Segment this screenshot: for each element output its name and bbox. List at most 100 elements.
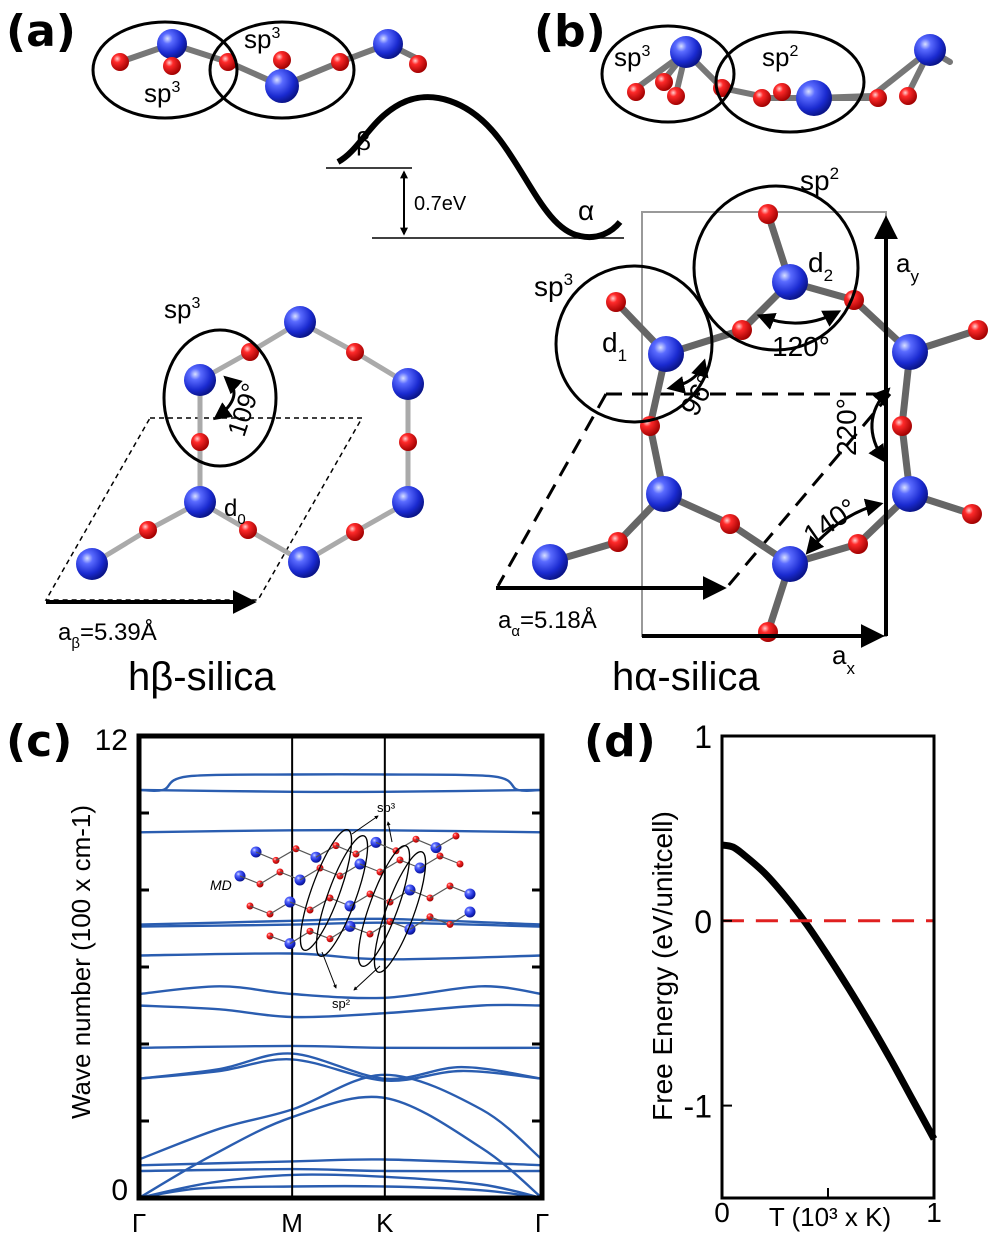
free-energy-curve xyxy=(721,841,938,1141)
hybrid-circle xyxy=(692,184,860,352)
ax-label: ax xyxy=(832,640,855,678)
si-atom xyxy=(796,80,832,116)
panel-b-side-view: sp3 sp2 xyxy=(600,24,953,134)
o-atom xyxy=(892,416,912,436)
o-atom xyxy=(968,320,988,340)
si-atom xyxy=(914,34,946,66)
si-atom xyxy=(892,476,928,512)
band-xtick: M xyxy=(281,1208,303,1238)
angle-label: 220° xyxy=(831,398,862,456)
si-atom xyxy=(284,306,316,338)
angle-label: 120° xyxy=(772,331,830,362)
si-atom xyxy=(532,544,568,580)
o-atom xyxy=(869,89,887,107)
fe-ytick-label: 1 xyxy=(694,719,712,755)
si-atom xyxy=(464,888,476,900)
panel-a-top-view: sp3 109° d0 aβ=5.39Å hβ-silica xyxy=(44,294,424,699)
phonon-band-10 xyxy=(138,1058,543,1082)
hybrid-ellipse xyxy=(600,24,736,124)
phonon-band-0 xyxy=(138,773,543,793)
si-atom xyxy=(288,546,320,578)
si-atom xyxy=(184,486,216,518)
o-atom xyxy=(239,521,257,539)
o-atom xyxy=(962,504,982,524)
band-xtick: Γ xyxy=(535,1208,549,1238)
panel-d-label: (d) xyxy=(584,716,656,767)
barrier-curve xyxy=(336,94,623,240)
inset-sp2: sp² xyxy=(332,996,351,1011)
phonon-band-15 xyxy=(138,1173,543,1200)
hyb-label: sp3 xyxy=(244,24,280,54)
si-atom xyxy=(373,29,403,59)
hybrid-ellipse xyxy=(714,30,866,134)
o-atom xyxy=(111,53,129,71)
phonon-band-13 xyxy=(138,1158,543,1167)
md-label: MD xyxy=(210,877,232,893)
o-atom xyxy=(655,73,673,91)
phonon-band-2 xyxy=(138,828,543,834)
o-atom xyxy=(753,89,771,107)
fe-xtick-label: 0 xyxy=(714,1197,730,1228)
o-atom xyxy=(346,343,364,361)
fe-ytick-label: -1 xyxy=(684,1089,712,1125)
angle-arrow xyxy=(868,387,891,463)
energy-label: 0.7eV xyxy=(414,193,467,215)
md-inset: MD sp³ sp² xyxy=(210,800,476,1011)
si-atom xyxy=(265,69,299,103)
o-atom xyxy=(667,87,685,105)
panel-b: (b) sp3 sp2 xyxy=(496,6,988,699)
bond-label: d0 xyxy=(224,495,246,528)
panel-a-side-view: sp3 sp3 xyxy=(91,20,427,120)
si-atom xyxy=(392,486,424,518)
bond-label: d2 xyxy=(808,247,833,285)
o-atom xyxy=(241,343,259,361)
o-atom xyxy=(139,521,157,539)
phonon-band-3 xyxy=(138,917,543,926)
panel-c-label: (c) xyxy=(6,716,72,767)
phonon-band-8 xyxy=(138,1044,543,1050)
structure-name: hβ-silica xyxy=(128,655,276,699)
energy-barrier: β 0.7eV α xyxy=(326,94,624,240)
o-atom xyxy=(899,87,917,105)
si-atom xyxy=(157,29,187,59)
si-atom xyxy=(184,364,216,396)
structure-name: hα-silica xyxy=(612,655,760,699)
si-atom xyxy=(648,336,684,372)
hyb-label: sp2 xyxy=(800,164,839,196)
ay-label: ay xyxy=(896,248,919,286)
o-atom xyxy=(758,204,778,224)
hybrid-ellipse xyxy=(208,20,356,120)
phonon-band-14 xyxy=(138,1167,543,1173)
o-atom xyxy=(273,51,291,69)
si-atom xyxy=(892,334,928,370)
band-structure xyxy=(138,773,543,1200)
hybrid-circle xyxy=(554,264,714,424)
phonon-band-6 xyxy=(138,985,543,1000)
panel-a-label: (a) xyxy=(6,6,76,57)
beta-label: β xyxy=(356,126,371,156)
band-ytick-label: 12 xyxy=(95,724,128,757)
angle-label: 109° xyxy=(221,379,266,439)
angle-label: 96° xyxy=(674,369,722,421)
o-atom xyxy=(773,83,791,101)
phonon-band-12 xyxy=(138,1095,543,1200)
angle-arrow xyxy=(213,375,243,421)
angle-arrow xyxy=(666,358,709,394)
unit-cell xyxy=(44,417,364,601)
si-atom xyxy=(772,546,808,582)
inset-sp3: sp³ xyxy=(377,800,396,815)
free-energy-plot xyxy=(721,841,938,1141)
phonon-band-11 xyxy=(138,1073,543,1161)
o-atom xyxy=(163,57,181,75)
o-atom xyxy=(399,433,417,451)
si-atom xyxy=(772,264,808,300)
hybrid-ellipse xyxy=(162,328,278,468)
band-ylabel: Wave number (100 x cm-1) xyxy=(66,805,96,1119)
o-atom xyxy=(219,53,237,71)
o-atom xyxy=(191,433,209,451)
o-atom xyxy=(346,523,364,541)
fe-frame xyxy=(720,734,936,1200)
angle-arrow xyxy=(805,498,884,555)
